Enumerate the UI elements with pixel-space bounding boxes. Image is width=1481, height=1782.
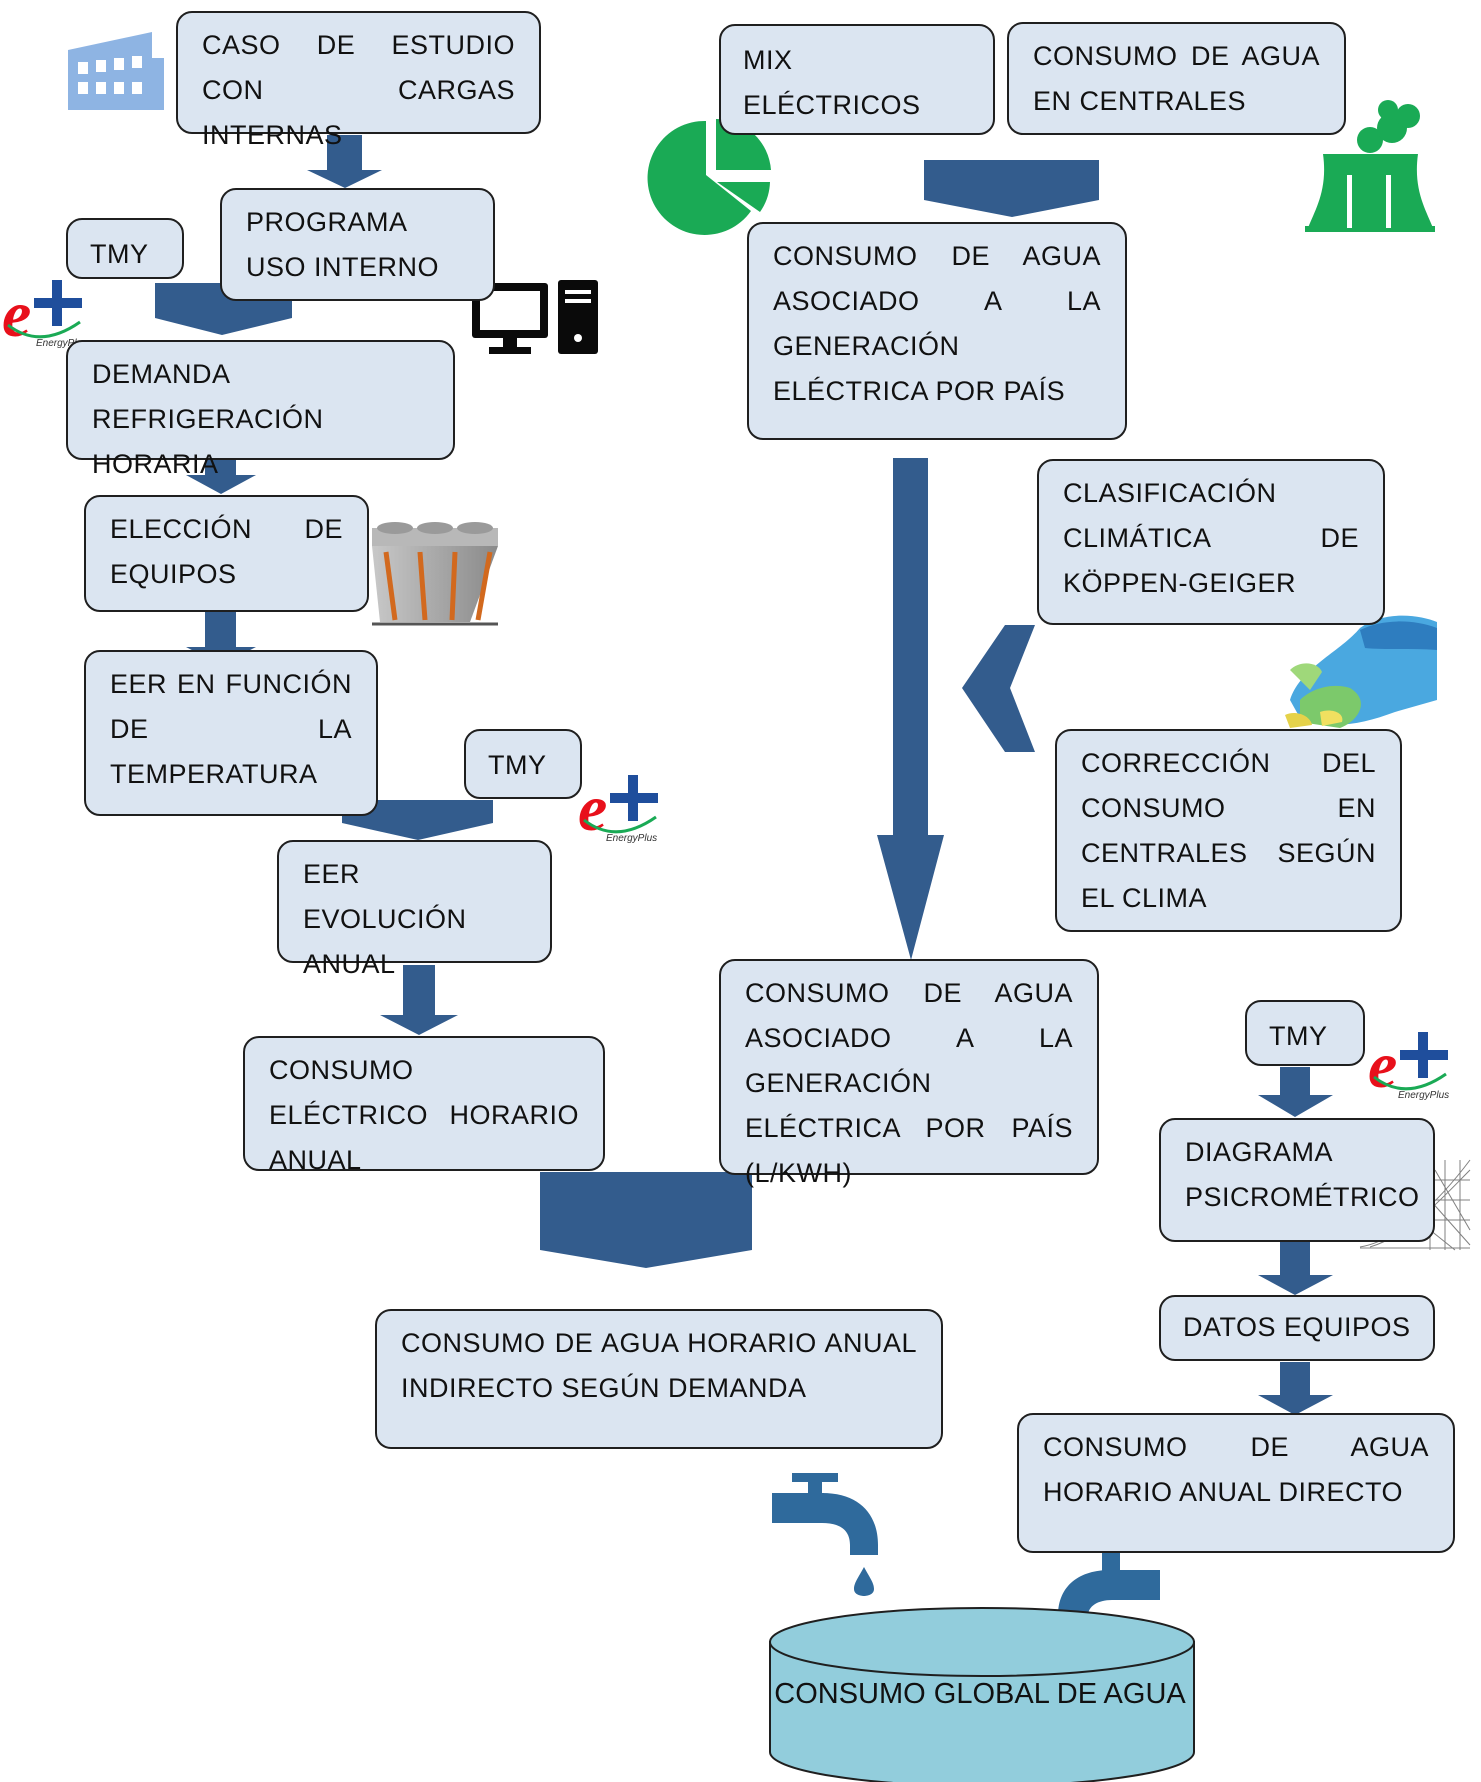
box-consumo-indirecto: CONSUMO DE AGUA HORARIO ANUAL INDIRECTO …: [375, 1309, 943, 1449]
box-caso-estudio: CASO DE ESTUDIO CON CARGAS INTERNAS: [176, 11, 541, 150]
box-diagrama-psicrometrico: DIAGRAMA PSICROMÉTRICO: [1159, 1118, 1435, 1242]
arrow-merge-to-indirecto: [540, 1172, 752, 1268]
pie-chart-icon: [647, 118, 771, 235]
global-consumption-cylinder: [769, 1607, 1195, 1782]
box-datos-equipos-label: DATOS EQUIPOS: [1183, 1312, 1411, 1342]
box-datos-equipos: DATOS EQUIPOS: [1159, 1295, 1435, 1361]
arrow-evolucion-to-consumo: [380, 965, 458, 1035]
energyplus-logo: e EnergyPlus: [2, 278, 87, 351]
box-diagrama-psicrometrico-label: DIAGRAMA PSICROMÉTRICO: [1185, 1137, 1420, 1212]
arrow-tmy-to-diagrama: [1258, 1067, 1333, 1117]
europe-map-image: [1285, 615, 1437, 728]
energyplus-logo: e EnergyPlus: [578, 772, 658, 845]
box-consumo-generacion-lkwh: CONSUMO DE AGUA ASOCIADO A LA GENERACIÓN…: [719, 959, 1099, 1188]
box-eer-funcion: EER EN FUNCIÓN DE LA TEMPERATURA: [84, 650, 378, 816]
box-programa-uso-label: PROGRAMA USO INTERNO: [246, 207, 440, 282]
power-plant-icon: [1305, 100, 1435, 232]
building-icon: [68, 32, 164, 110]
water-tap-icon: [1058, 1552, 1160, 1616]
box-clasificacion-climatica: CLASIFICACIÓN CLIMÁTICA DE KÖPPEN-GEIGER: [1037, 459, 1385, 625]
box-mix-electricos-label: MIX ELÉCTRICOS: [743, 45, 921, 120]
box-tmy-2: TMY: [464, 729, 582, 799]
svg-text:EnergyPlus: EnergyPlus: [1398, 1090, 1449, 1101]
svg-text:EnergyPlus: EnergyPlus: [606, 833, 657, 844]
svg-text:e: e: [1368, 1029, 1397, 1102]
box-programa-uso: PROGRAMA USO INTERNO: [220, 188, 495, 301]
box-eer-evolucion: EER EVOLUCIÓN ANUAL: [277, 840, 552, 979]
arrow-chevron-left: [962, 625, 1035, 752]
arrow-diagrama-to-datos: [1258, 1242, 1333, 1295]
svg-text:e: e: [578, 772, 607, 845]
box-tmy-3-label: TMY: [1269, 1021, 1328, 1051]
box-consumo-indirecto-label: CONSUMO DE AGUA HORARIO ANUAL INDIRECTO …: [401, 1328, 917, 1403]
box-clasificacion-climatica-label: CLASIFICACIÓN CLIMÁTICA DE KÖPPEN-GEIGER: [1063, 478, 1359, 598]
box-consumo-centrales: CONSUMO DE AGUA EN CENTRALES: [1007, 22, 1346, 135]
water-tap-icon: [772, 1473, 878, 1596]
svg-text:e: e: [2, 278, 31, 351]
energyplus-logo: e EnergyPlus: [1368, 1029, 1449, 1102]
arrow-long-vertical: [877, 458, 944, 960]
box-eleccion-equipos: ELECCIÓN DE EQUIPOS: [84, 495, 369, 612]
arrow-demanda-to-eleccion: [186, 440, 256, 494]
box-demanda: DEMANDA REFRIGERACIÓN HORARIA: [66, 340, 455, 479]
box-consumo-generacion-lkwh-label: CONSUMO DE AGUA ASOCIADO A LA GENERACIÓN…: [745, 978, 1073, 1188]
box-consumo-centrales-label: CONSUMO DE AGUA EN CENTRALES: [1033, 41, 1320, 116]
cylinder-label: CONSUMO GLOBAL DE AGUA: [774, 1678, 1186, 1710]
box-tmy-1-label: TMY: [90, 239, 149, 269]
svg-text:EnergyPlus: EnergyPlus: [36, 338, 87, 349]
box-correccion-consumo: CORRECCIÓN DEL CONSUMO EN CENTRALES SEGÚ…: [1055, 729, 1402, 932]
arrow-datos-to-directo: [1258, 1362, 1333, 1415]
condenser-unit-image: [372, 522, 498, 626]
box-consumo-generacion: CONSUMO DE AGUA ASOCIADO A LA GENERACIÓN…: [747, 222, 1127, 440]
box-demanda-label: DEMANDA REFRIGERACIÓN HORARIA: [92, 359, 324, 479]
arrow-mix-to-generacion: [924, 160, 1099, 217]
box-eer-evolucion-label: EER EVOLUCIÓN ANUAL: [303, 859, 467, 979]
box-tmy-1: TMY: [66, 218, 184, 279]
arrow-eer-to-evolucion: [342, 800, 493, 840]
box-eleccion-equipos-label: ELECCIÓN DE EQUIPOS: [110, 514, 343, 589]
box-correccion-consumo-label: CORRECCIÓN DEL CONSUMO EN CENTRALES SEGÚ…: [1081, 748, 1376, 913]
box-tmy-3: TMY: [1245, 1000, 1365, 1066]
box-consumo-electrico-label: CONSUMO ELÉCTRICO HORARIO ANUAL: [269, 1055, 579, 1175]
box-mix-electricos: MIX ELÉCTRICOS: [719, 24, 995, 135]
box-eer-funcion-label: EER EN FUNCIÓN DE LA TEMPERATURA: [110, 669, 352, 789]
box-caso-estudio-label: CASO DE ESTUDIO CON CARGAS INTERNAS: [202, 30, 515, 150]
arrow-caso-to-programa: [307, 135, 382, 188]
box-consumo-electrico: CONSUMO ELÉCTRICO HORARIO ANUAL: [243, 1036, 605, 1175]
box-consumo-directo-label: CONSUMO DE AGUA HORARIO ANUAL DIRECTO: [1043, 1432, 1429, 1507]
computer-icon: [472, 280, 598, 354]
box-consumo-generacion-label: CONSUMO DE AGUA ASOCIADO A LA GENERACIÓN…: [773, 241, 1101, 406]
box-consumo-directo: CONSUMO DE AGUA HORARIO ANUAL DIRECTO: [1017, 1413, 1455, 1553]
box-tmy-2-label: TMY: [488, 750, 547, 780]
